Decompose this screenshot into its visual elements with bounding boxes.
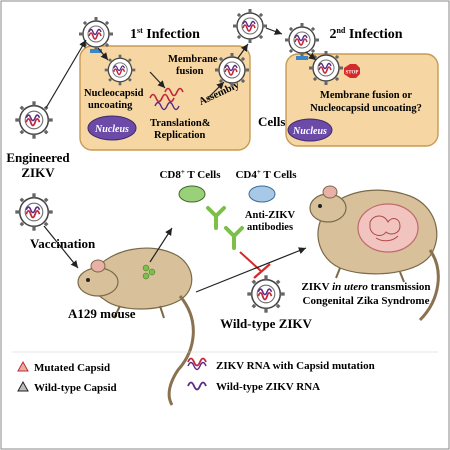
inhibition-line xyxy=(239,251,263,273)
arrow-vaccination xyxy=(43,225,79,269)
legend-rna-mutation: ZIKV RNA with Capsid mutation xyxy=(216,360,375,372)
wild-type-zikv-label: Wild-type ZIKV xyxy=(220,316,312,331)
cd8-tcells-label: CD8+ T Cells xyxy=(159,168,221,181)
cd4-tcell-icon xyxy=(248,185,276,203)
virus-released-icon xyxy=(232,8,268,44)
cd4-tcells-label: CD4+ T Cells xyxy=(235,168,297,181)
a129-mouse-label: A129 mouse xyxy=(68,306,136,321)
virus-fusion-icon xyxy=(103,53,137,87)
receptor-icon-2 xyxy=(296,56,308,60)
arrow-to-pregnant-mouse xyxy=(195,247,307,293)
congenital-label: Congenital Zika Syndrome xyxy=(303,295,430,307)
arrow-entry xyxy=(97,47,109,61)
antibody-icon-2 xyxy=(224,226,244,250)
legend-mutated-capsid: Mutated Capsid xyxy=(34,362,110,374)
vaccine-zikv-icon xyxy=(14,192,54,232)
virus-second-entry-icon xyxy=(284,22,320,58)
legend-wild-type-rna: Wild-type ZIKV RNA xyxy=(216,381,320,393)
cells-label: Cells xyxy=(258,114,285,129)
antibody-icon-1 xyxy=(206,206,226,230)
first-infection-title: 1st Infection xyxy=(130,26,200,42)
nucleus-icon-2 xyxy=(287,118,333,142)
arrow-release xyxy=(237,43,249,59)
legend-wild-type-capsid: Wild-type Capsid xyxy=(34,382,117,394)
vaccination-label: Vaccination xyxy=(30,236,96,251)
nucleus-label: Nucleus xyxy=(94,124,129,135)
wild-type-capsid-icon xyxy=(17,380,29,392)
nucleus-icon xyxy=(87,115,137,141)
rna-mutation-icon xyxy=(187,357,207,367)
arrow-assembly xyxy=(207,81,225,99)
arrow-to-first-infection xyxy=(45,39,87,109)
rna-mutation-icon-strand xyxy=(187,361,207,371)
in-utero-label: ZIKV in utero transmission xyxy=(301,281,430,293)
wild-type-rna-icon xyxy=(187,381,207,391)
virus-assembly-icon xyxy=(214,52,250,88)
arrow-second-entry xyxy=(305,51,317,61)
arrow-immune-response xyxy=(149,227,173,263)
cd8-tcell-icon xyxy=(178,185,206,203)
arrow-to-second xyxy=(265,27,283,35)
second-infection-title: 2nd Infection xyxy=(329,26,402,42)
inhibition-bar xyxy=(253,263,271,279)
mutated-capsid-icon xyxy=(17,360,29,372)
arrow-uncoating xyxy=(149,71,166,89)
a129-mouse-icon xyxy=(77,247,195,406)
wild-type-zikv-icon xyxy=(246,274,286,314)
virus-blocked-icon xyxy=(308,50,344,86)
stop-sign-icon xyxy=(344,64,360,78)
virus-entering-icon xyxy=(78,16,114,52)
rna-replication-icon xyxy=(149,87,184,111)
translation-replication-label: Translation&Replication xyxy=(150,118,211,141)
receptor-icon xyxy=(90,49,102,53)
nucleus-label-2: Nucleus xyxy=(292,126,327,137)
stop-label: STOP xyxy=(346,71,359,76)
pregnant-mouse-icon xyxy=(309,185,440,322)
